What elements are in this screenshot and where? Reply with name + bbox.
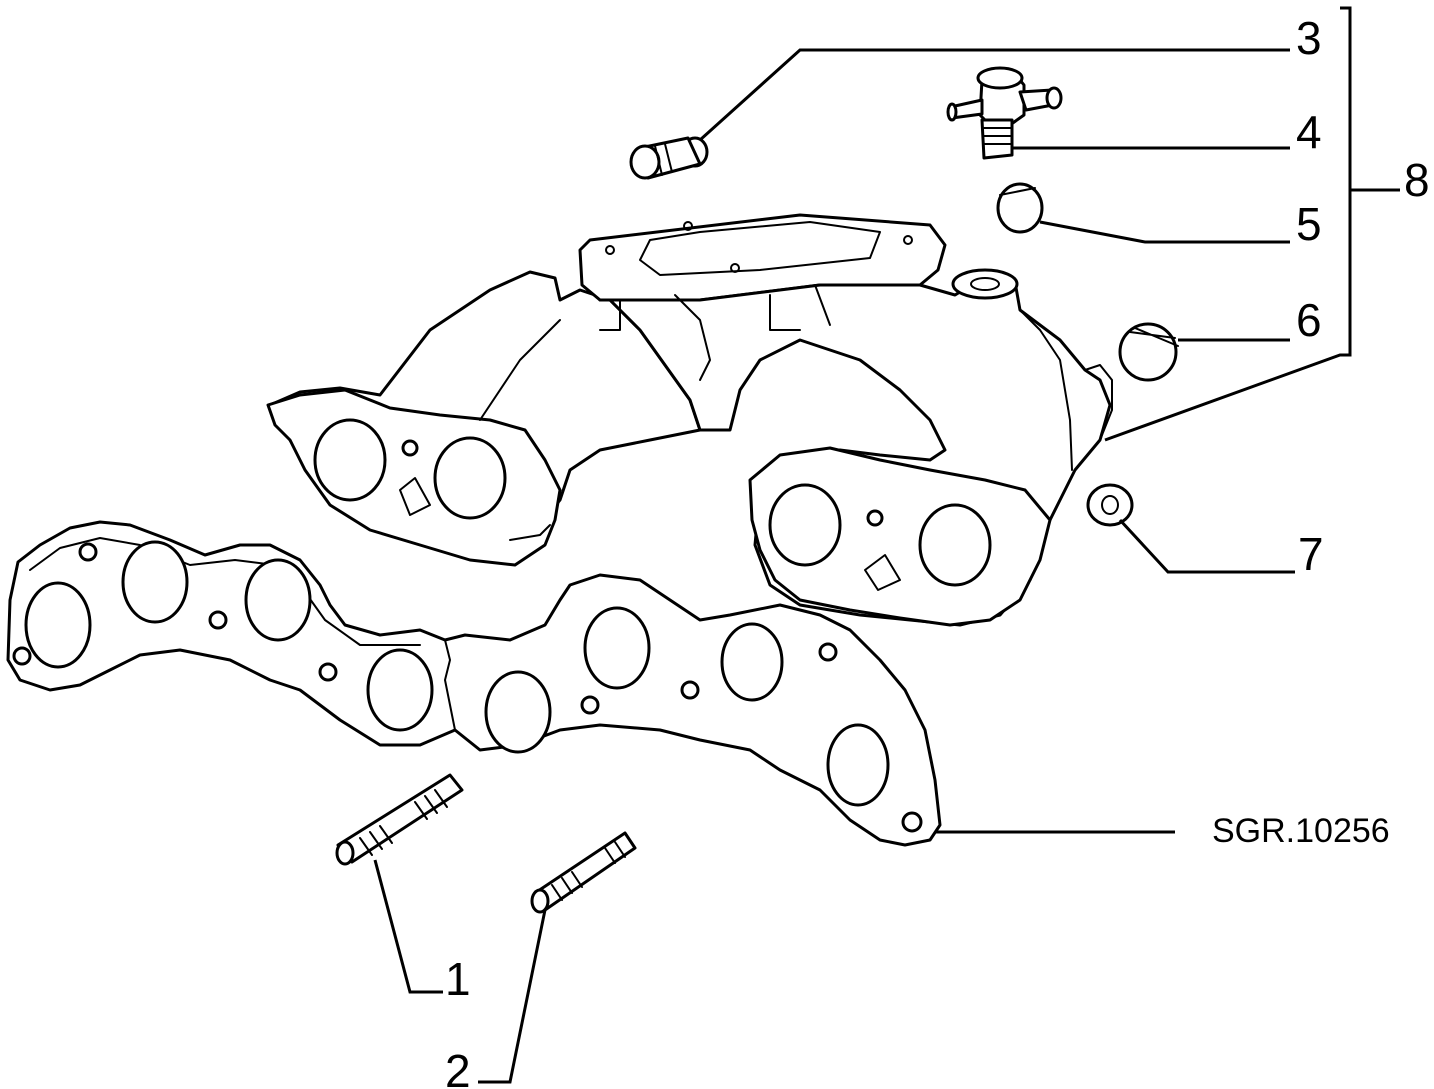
stud-part-2 bbox=[530, 831, 637, 914]
plug-part-3 bbox=[629, 136, 709, 180]
stud-part-1 bbox=[335, 773, 464, 866]
cap-part-5 bbox=[996, 182, 1044, 234]
manifold-gasket bbox=[6, 520, 942, 847]
washer-part-7 bbox=[1086, 483, 1134, 527]
callout-4: 4 bbox=[1296, 106, 1322, 158]
callout-7: 7 bbox=[1298, 528, 1324, 580]
threaded-plug-part-6 bbox=[1118, 322, 1179, 382]
intake-manifold bbox=[266, 213, 1113, 627]
callout-5: 5 bbox=[1296, 198, 1322, 250]
callout-1: 1 bbox=[445, 953, 471, 1005]
union-fitting-part-4 bbox=[946, 66, 1063, 160]
callout-8: 8 bbox=[1404, 154, 1430, 206]
callout-3: 3 bbox=[1296, 12, 1322, 64]
callout-6: 6 bbox=[1296, 294, 1322, 346]
callout-2: 2 bbox=[445, 1045, 471, 1089]
drawing-reference-code: SGR.10256 bbox=[1212, 812, 1390, 850]
leader-lines bbox=[373, 6, 1400, 1084]
